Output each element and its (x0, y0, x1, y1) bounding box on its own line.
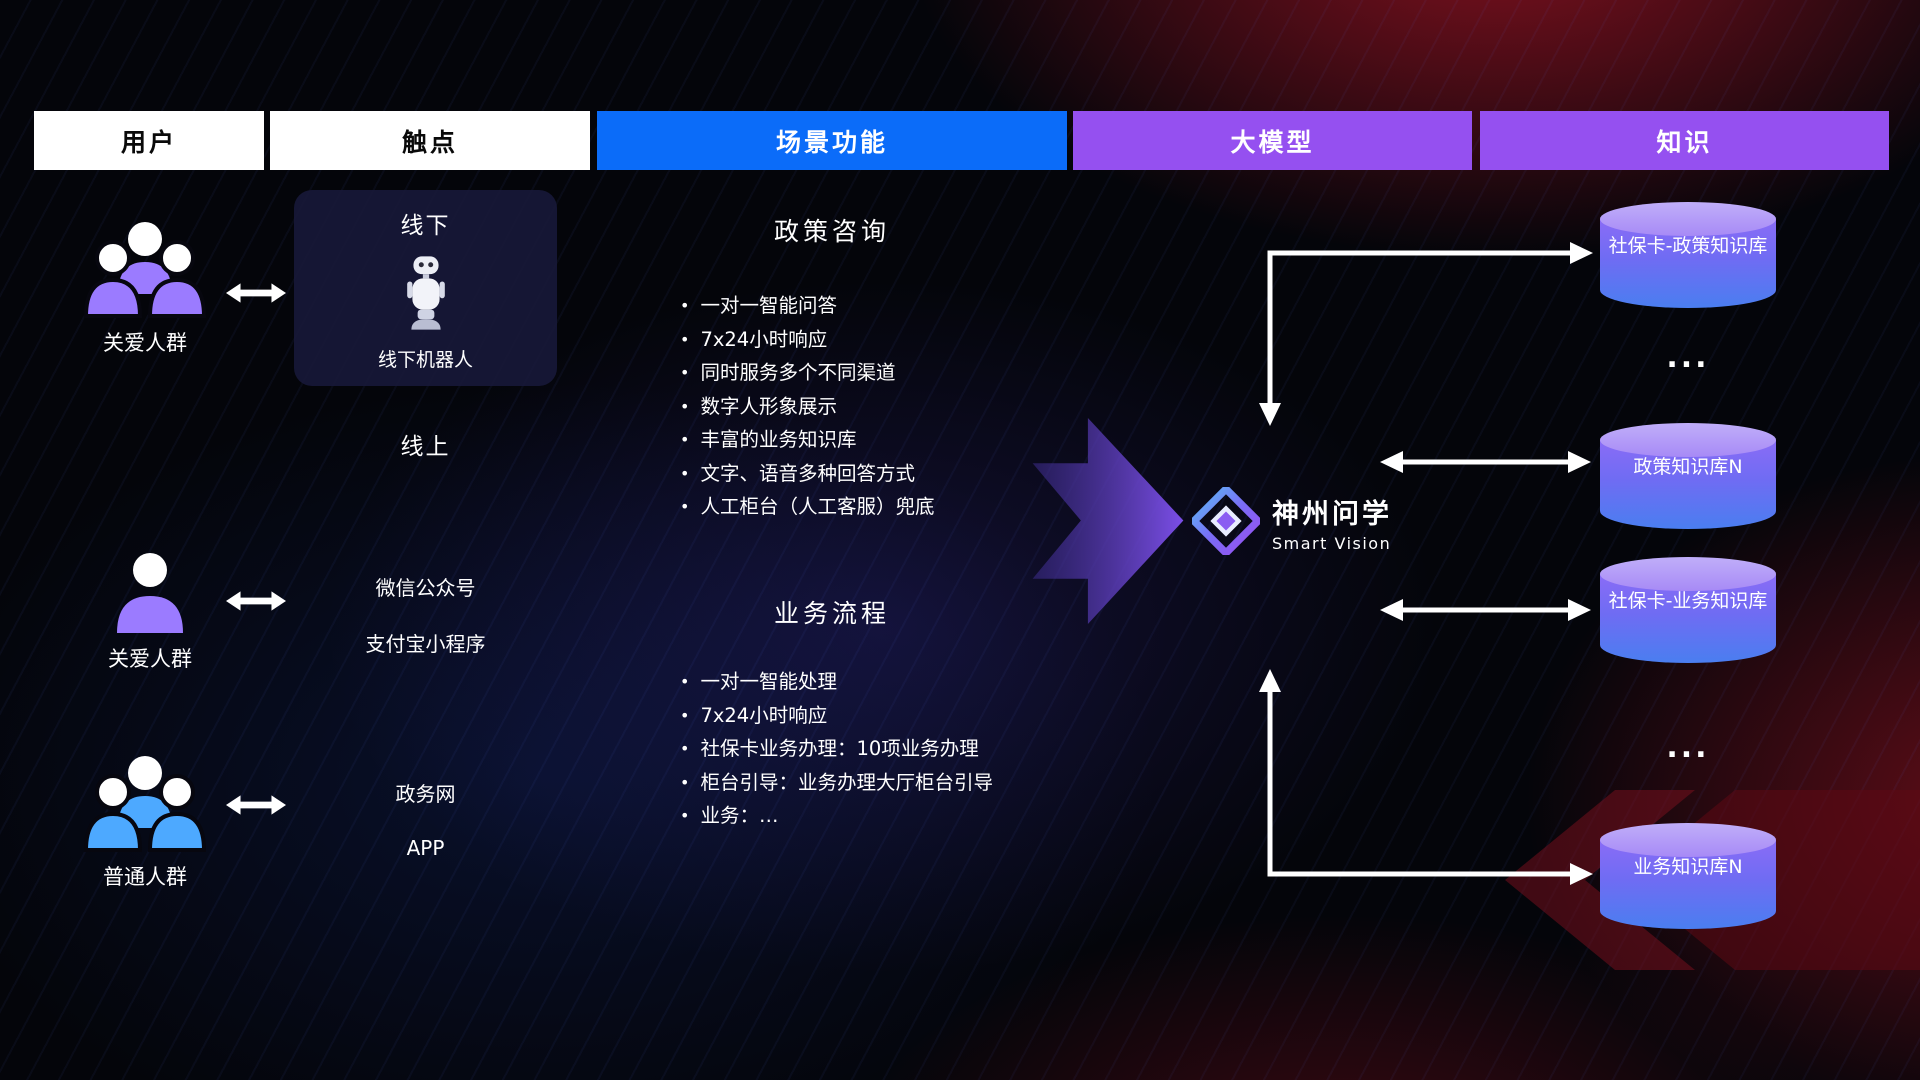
bidirectional-arrow-icon (226, 283, 286, 303)
policy-feature-item: 同时服务多个不同渠道 (680, 357, 934, 391)
ellipsis-dots: ... (1666, 730, 1710, 765)
user-group-care-1: 关爱人群 (75, 218, 215, 357)
policy-feature-item: 7x24小时响应 (680, 324, 934, 358)
knowledge-db-business-ssc: 社保卡-业务知识库 (1600, 557, 1776, 663)
business-process-item: 一对一智能处理 (680, 666, 993, 700)
business-process-item: 柜台引导：业务办理大厅柜台引导 (680, 767, 993, 801)
knowledge-db-policy-n: 政策知识库N (1600, 423, 1776, 529)
model-logo-text: 神州问学 Smart Vision (1272, 492, 1392, 553)
smart-vision-logo-icon (1192, 487, 1260, 555)
column-header-model: 大模型 (1073, 111, 1472, 170)
column-header-touchpoints: 触点 (270, 111, 590, 170)
model-subtitle: Smart Vision (1272, 534, 1392, 553)
db-label: 社保卡-政策知识库 (1608, 235, 1768, 257)
big-flow-arrow-icon (1032, 418, 1184, 624)
column-header-knowledge: 知识 (1480, 111, 1889, 170)
policy-consultation-title: 政策咨询 (773, 217, 890, 246)
bidirectional-arrow-icon (226, 795, 286, 815)
db-cylinder-top (1600, 823, 1776, 857)
touchpoint-wechat: 微信公众号 (375, 576, 476, 600)
db-cylinder-top (1600, 202, 1776, 236)
business-process-item: 业务：… (680, 800, 993, 834)
user-single-care: 关爱人群 (100, 550, 200, 673)
user-group-label: 普通人群 (103, 865, 187, 889)
online-title: 线上 (400, 434, 451, 460)
db-label: 社保卡-业务知识库 (1608, 590, 1768, 612)
user-single-label: 关爱人群 (108, 647, 192, 671)
policy-feature-item: 人工柜台（人工客服）兜底 (680, 491, 934, 525)
users-group-blue-icon (83, 756, 207, 852)
knowledge-db-business-n: 业务知识库N (1600, 823, 1776, 929)
user-group-label: 关爱人群 (103, 331, 187, 355)
offline-robot-label: 线下机器人 (377, 349, 473, 371)
offline-title: 线下 (400, 213, 451, 239)
business-process-item: 7x24小时响应 (680, 700, 993, 734)
business-process-title: 业务流程 (773, 599, 890, 628)
policy-feature-list: 一对一智能问答 7x24小时响应 同时服务多个不同渠道 数字人形象展示 丰富的业… (680, 290, 934, 525)
column-header-scenario: 场景功能 (597, 111, 1067, 170)
db-cylinder-top (1600, 557, 1776, 591)
user-single-purple-icon (117, 553, 183, 633)
db-label: 政策知识库N (1633, 456, 1743, 478)
bidirectional-arrow-icon (226, 591, 286, 611)
ellipsis-dots: ... (1666, 340, 1710, 375)
db-cylinder-top (1600, 423, 1776, 457)
users-group-purple-icon (83, 222, 207, 318)
business-process-item: 社保卡业务办理：10项业务办理 (680, 733, 993, 767)
policy-feature-item: 丰富的业务知识库 (680, 424, 934, 458)
model-name: 神州问学 (1272, 499, 1392, 530)
touchpoint-app: APP (406, 836, 445, 860)
offline-touchpoint-card: 线下 线下机器人 (294, 190, 557, 386)
touchpoint-alipay: 支付宝小程序 (365, 632, 486, 656)
knowledge-db-policy-ssc: 社保卡-政策知识库 (1600, 202, 1776, 308)
robot-icon (406, 255, 445, 330)
column-header-users: 用户 (34, 111, 264, 170)
policy-feature-item: 数字人形象展示 (680, 391, 934, 425)
touchpoint-gov-web: 政务网 (395, 782, 456, 806)
policy-feature-item: 一对一智能问答 (680, 290, 934, 324)
business-process-list: 一对一智能处理 7x24小时响应 社保卡业务办理：10项业务办理 柜台引导：业务… (680, 666, 993, 834)
user-group-general: 普通人群 (75, 752, 215, 891)
db-label: 业务知识库N (1633, 856, 1743, 878)
policy-feature-item: 文字、语音多种回答方式 (680, 458, 934, 492)
